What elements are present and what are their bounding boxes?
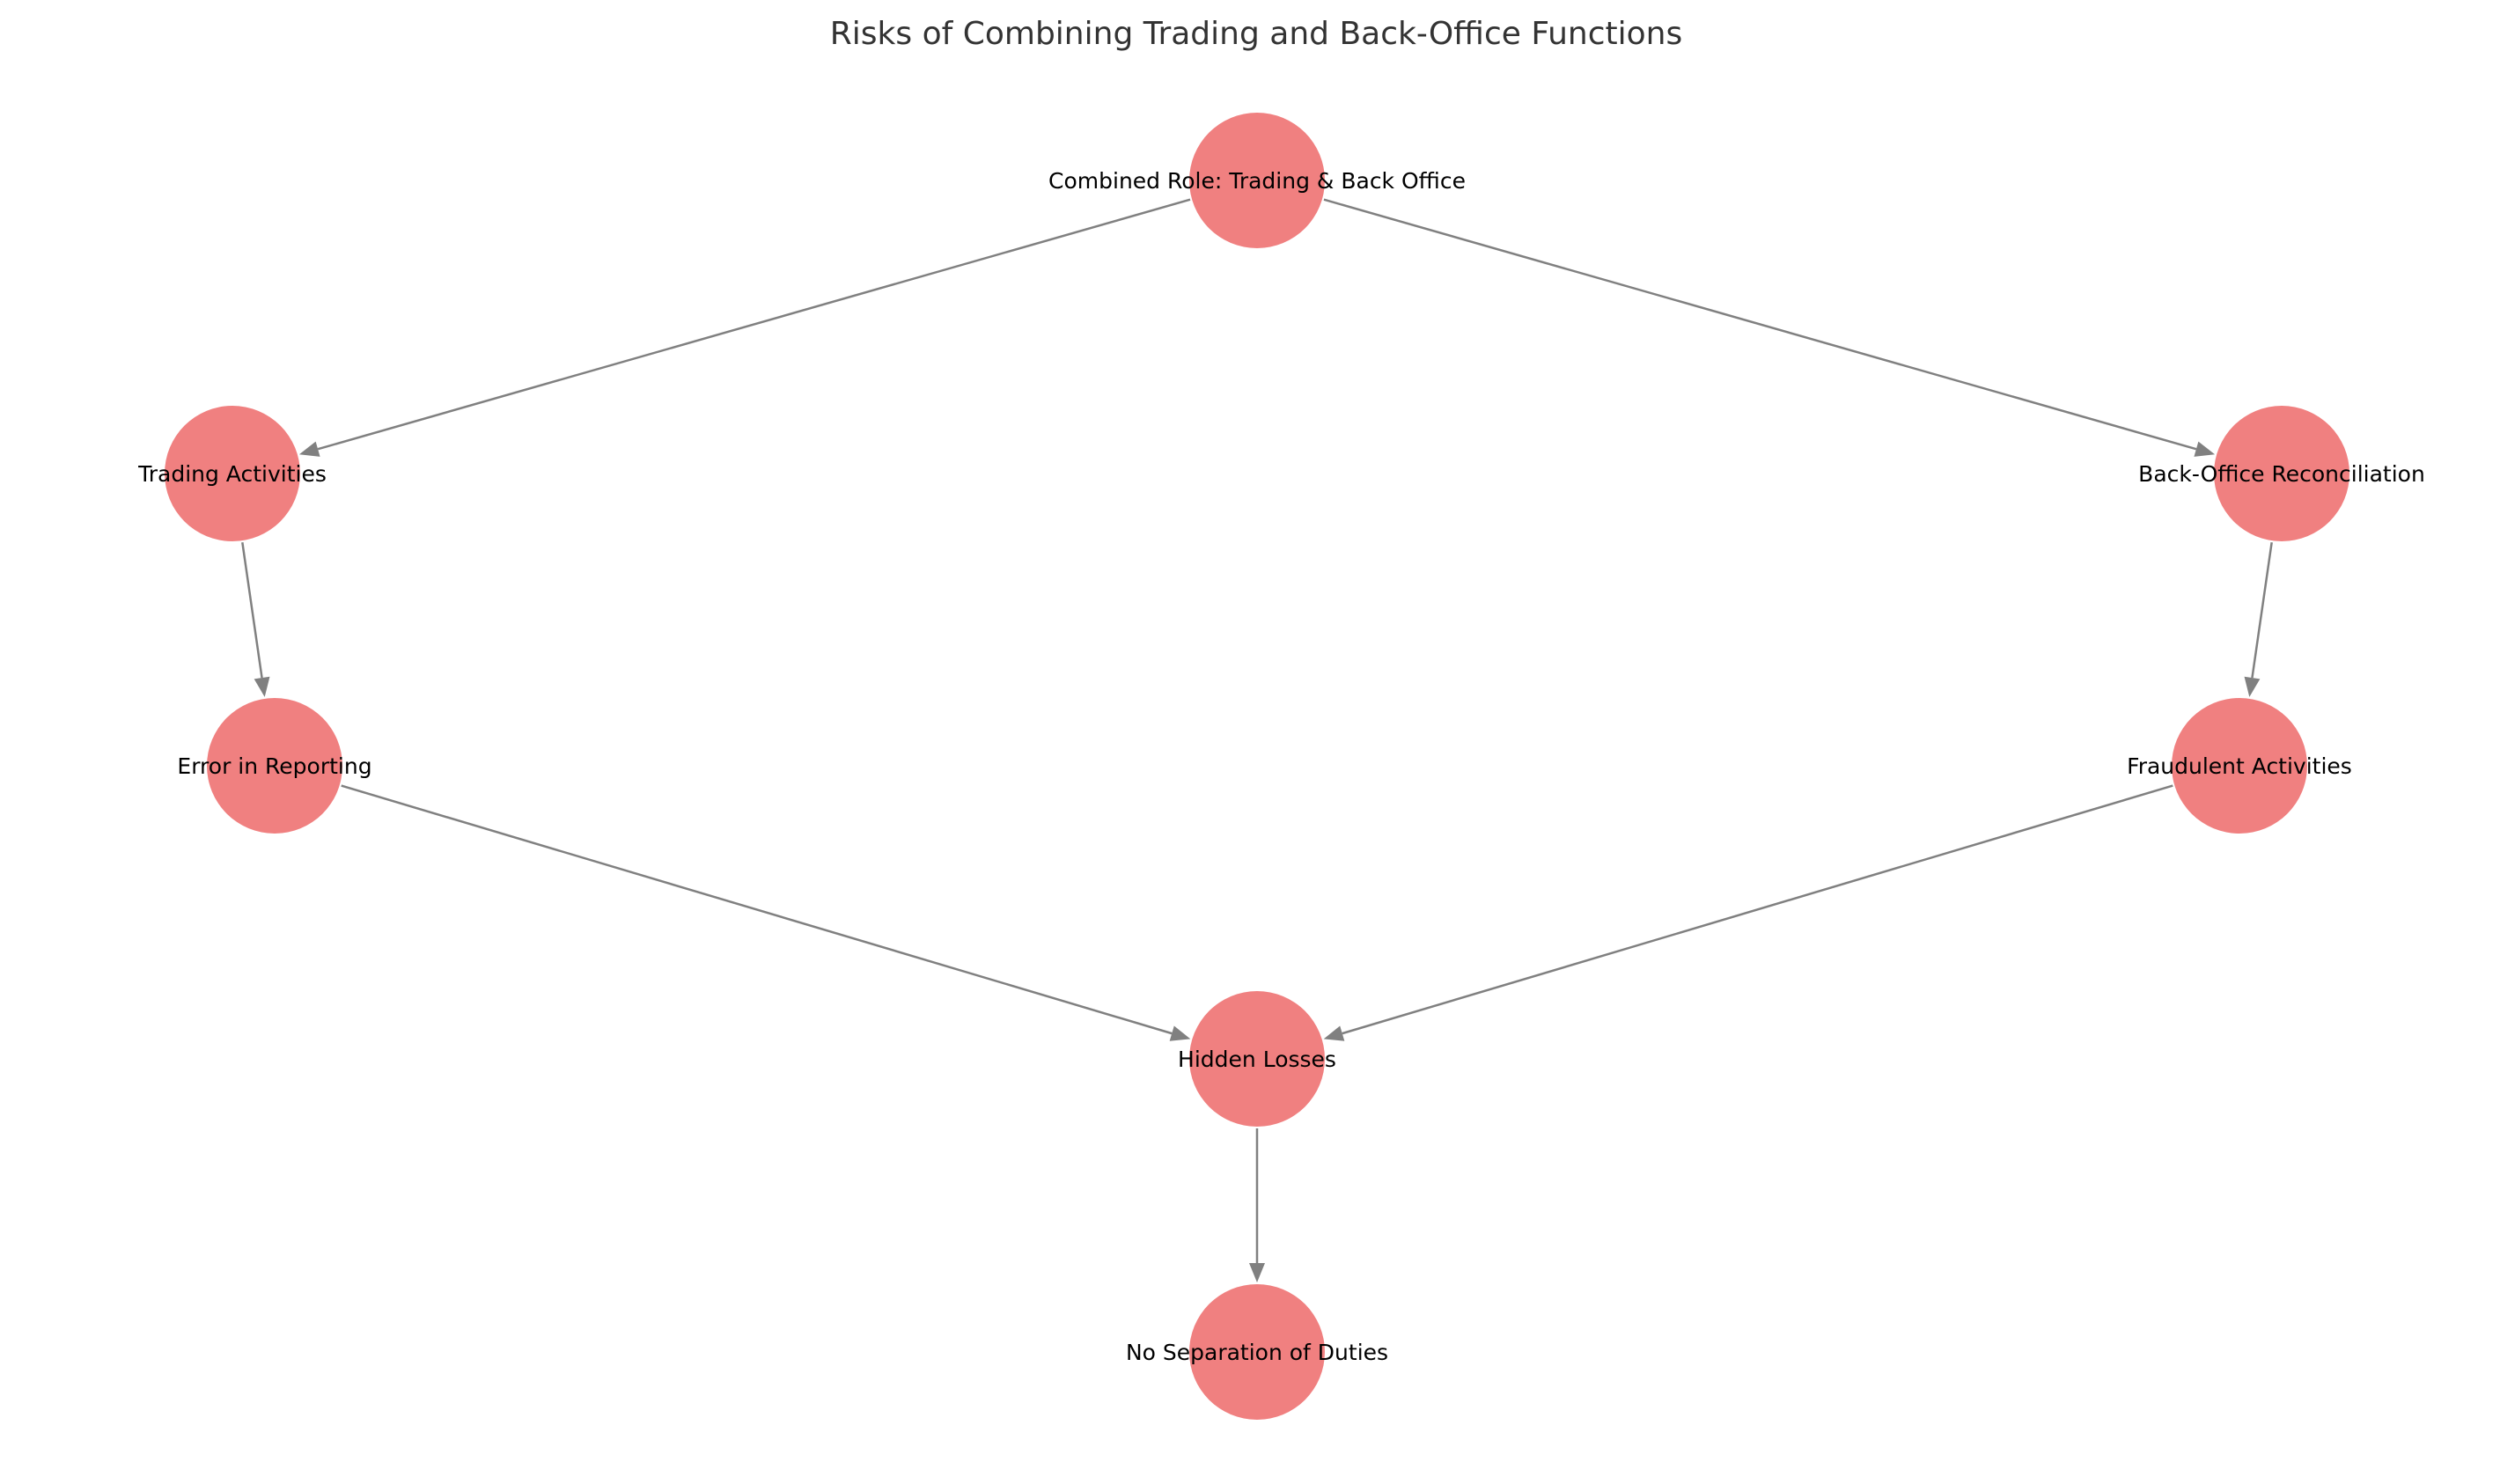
node-circle-noseparation [1189, 1284, 1325, 1420]
arrowhead-error-to-hidden [1169, 1025, 1191, 1041]
edge-error-to-hidden [341, 784, 1173, 1035]
arrowhead-trading-to-error [254, 676, 270, 697]
node-label-fraud: Fraudulent Activities [2127, 753, 2352, 779]
node-circle-fraud [2172, 698, 2307, 834]
edge-fraud-to-hidden [1342, 784, 2173, 1035]
edge-backoffice-to-fraud [2251, 542, 2273, 679]
node-trading: Trading Activities [137, 406, 327, 541]
arrowhead-hidden-to-noseparation [1249, 1263, 1265, 1282]
arrowhead-combined-to-trading [298, 441, 320, 457]
node-circle-error [207, 698, 342, 834]
node-hidden: Hidden Losses [1178, 991, 1336, 1127]
node-label-error: Error in Reporting [177, 753, 371, 779]
edges-layer [241, 198, 2273, 1282]
node-circle-hidden [1189, 991, 1325, 1127]
node-backoffice: Back-Office Reconciliation [2138, 406, 2425, 541]
arrowhead-fraud-to-hidden [1323, 1025, 1345, 1041]
node-label-backoffice: Back-Office Reconciliation [2138, 461, 2425, 487]
edge-combined-to-trading [317, 198, 1191, 451]
arrowhead-combined-to-backoffice [2194, 441, 2216, 457]
node-circle-combined [1189, 113, 1325, 248]
node-combined: Combined Role: Trading & Back Office [1048, 113, 1466, 248]
node-label-combined: Combined Role: Trading & Back Office [1048, 168, 1466, 194]
node-error: Error in Reporting [177, 698, 372, 834]
node-label-hidden: Hidden Losses [1178, 1047, 1336, 1072]
edge-trading-to-error [241, 542, 263, 679]
node-label-trading: Trading Activities [137, 461, 327, 487]
nodes-layer: Combined Role: Trading & Back OfficeTrad… [137, 113, 2425, 1420]
node-fraud: Fraudulent Activities [2127, 698, 2352, 834]
edge-combined-to-backoffice [1323, 198, 2197, 451]
node-circle-backoffice [2214, 406, 2349, 541]
diagram-title: Risks of Combining Trading and Back-Offi… [830, 16, 1682, 52]
node-noseparation: No Separation of Duties [1126, 1284, 1388, 1420]
arrowhead-backoffice-to-fraud [2244, 676, 2261, 697]
node-label-noseparation: No Separation of Duties [1126, 1340, 1388, 1365]
node-circle-trading [165, 406, 300, 541]
